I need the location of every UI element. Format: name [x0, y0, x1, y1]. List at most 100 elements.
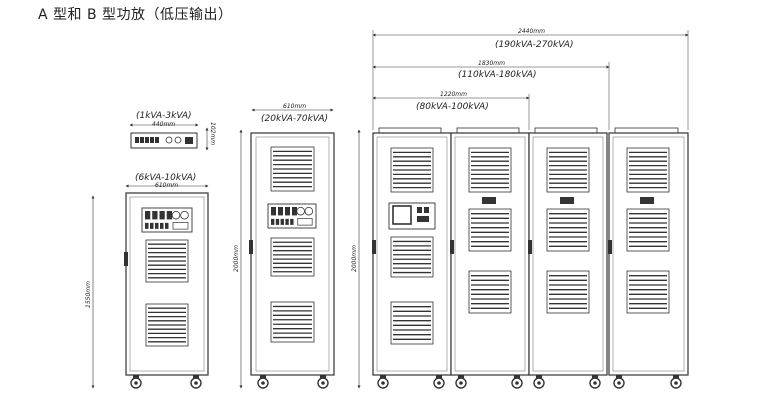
meter-display [271, 207, 276, 216]
nameplate [640, 197, 654, 204]
caster-hub [381, 381, 385, 385]
range-label-1-3kva: (1kVA-3kVA) [136, 111, 192, 121]
switch [150, 222, 154, 229]
caster-wheel [533, 375, 545, 389]
switch [165, 222, 169, 229]
meter-display [140, 137, 144, 143]
height-label-1550mm: 1550mm [85, 281, 92, 308]
caster-mount [436, 375, 442, 378]
vent-frame [468, 270, 512, 314]
vent-grille [626, 270, 670, 314]
caster-hub [515, 381, 519, 385]
vent-grille [546, 270, 590, 314]
switch [280, 218, 284, 225]
vent-grille [270, 146, 315, 192]
range-label-20-70kva: (20kVA-70kVA) [261, 114, 328, 124]
cabinet-door [454, 136, 526, 372]
roof-cap [614, 127, 679, 134]
caster-wheel [257, 375, 269, 389]
meter-display [285, 207, 290, 216]
vent-grille [145, 239, 189, 283]
nameplate [560, 197, 574, 204]
caster-wheel [190, 375, 202, 389]
rack-unit-body [130, 132, 198, 149]
meter-display [152, 211, 158, 220]
cabinet-door [376, 136, 448, 372]
width-label-610mm: 610mm [283, 103, 306, 110]
cabinet-door [532, 136, 604, 372]
door-handle [372, 240, 376, 254]
caster-hub [134, 381, 138, 385]
switch [290, 218, 294, 225]
roof-cap [456, 127, 520, 134]
cabinet-3 [528, 127, 608, 389]
indicator-button [424, 207, 429, 213]
door-handle [608, 240, 612, 254]
control-panel-face [267, 203, 317, 229]
caster-hub [617, 381, 621, 385]
knob [171, 210, 181, 220]
caster-wheel [511, 375, 523, 389]
meter-display [135, 137, 139, 143]
door-handle [528, 240, 532, 254]
meter-display [145, 137, 149, 143]
vent-frame [390, 236, 434, 278]
knob [174, 136, 182, 144]
range-label-110-180kva: (110kVA-180kVA) [458, 70, 536, 80]
caster-wheel [589, 375, 601, 389]
control-panel [267, 203, 317, 229]
caster-mount [514, 375, 520, 378]
height-label-2000mm: 2000mm [233, 245, 240, 272]
knob [180, 210, 189, 220]
height-label-102mm: 102mm [209, 122, 216, 145]
touchscreen [392, 205, 412, 225]
caster-mount [673, 375, 679, 378]
cabinet-1 [372, 127, 452, 389]
caster-wheel [377, 375, 389, 389]
caster-hub [194, 381, 198, 385]
status-display [297, 218, 313, 226]
knob [304, 206, 314, 216]
caster-hub [321, 381, 325, 385]
caster-mount [592, 375, 598, 378]
caster-hub [261, 381, 265, 385]
caster-mount [260, 375, 266, 378]
height-label-2000mm: 2000mm [351, 245, 358, 272]
vent-grille [626, 208, 670, 252]
knob [296, 206, 305, 216]
vent-grille [390, 301, 434, 345]
vent-grilles [270, 146, 315, 343]
power-switch [185, 137, 193, 144]
door-handle [124, 252, 128, 266]
caster-wheel [317, 375, 329, 389]
vent-frame [546, 270, 590, 314]
width-label-2440mm: 2440mm [518, 28, 545, 35]
cabinet-2 [450, 127, 530, 389]
vent-grille [626, 147, 670, 193]
roof-cap [534, 127, 598, 134]
range-label-6-10kva: (6kVA-10kVA) [135, 173, 196, 183]
caster-wheels [130, 375, 202, 389]
nameplate [482, 197, 496, 204]
caster-mount [133, 375, 139, 378]
switch [275, 218, 280, 225]
caster-mount [320, 375, 326, 378]
switch [145, 222, 149, 229]
cabinet-door [129, 196, 205, 372]
caster-wheel [613, 375, 625, 389]
caster-mount [458, 375, 464, 378]
cabinet-row [372, 127, 689, 389]
vent-grille [390, 236, 434, 278]
meter-display [278, 207, 283, 216]
vent-frame [626, 208, 670, 252]
vent-grille [390, 147, 434, 193]
caster-mount [536, 375, 542, 378]
vent-frame [270, 237, 315, 277]
vent-frame [270, 301, 315, 343]
indicator-button [417, 216, 429, 222]
width-label-1220mm: 1220mm [440, 91, 467, 98]
roof-cap [378, 127, 442, 134]
range-label-190-270kva: (190kVA-270kVA) [495, 40, 573, 50]
meter-display [159, 211, 165, 220]
